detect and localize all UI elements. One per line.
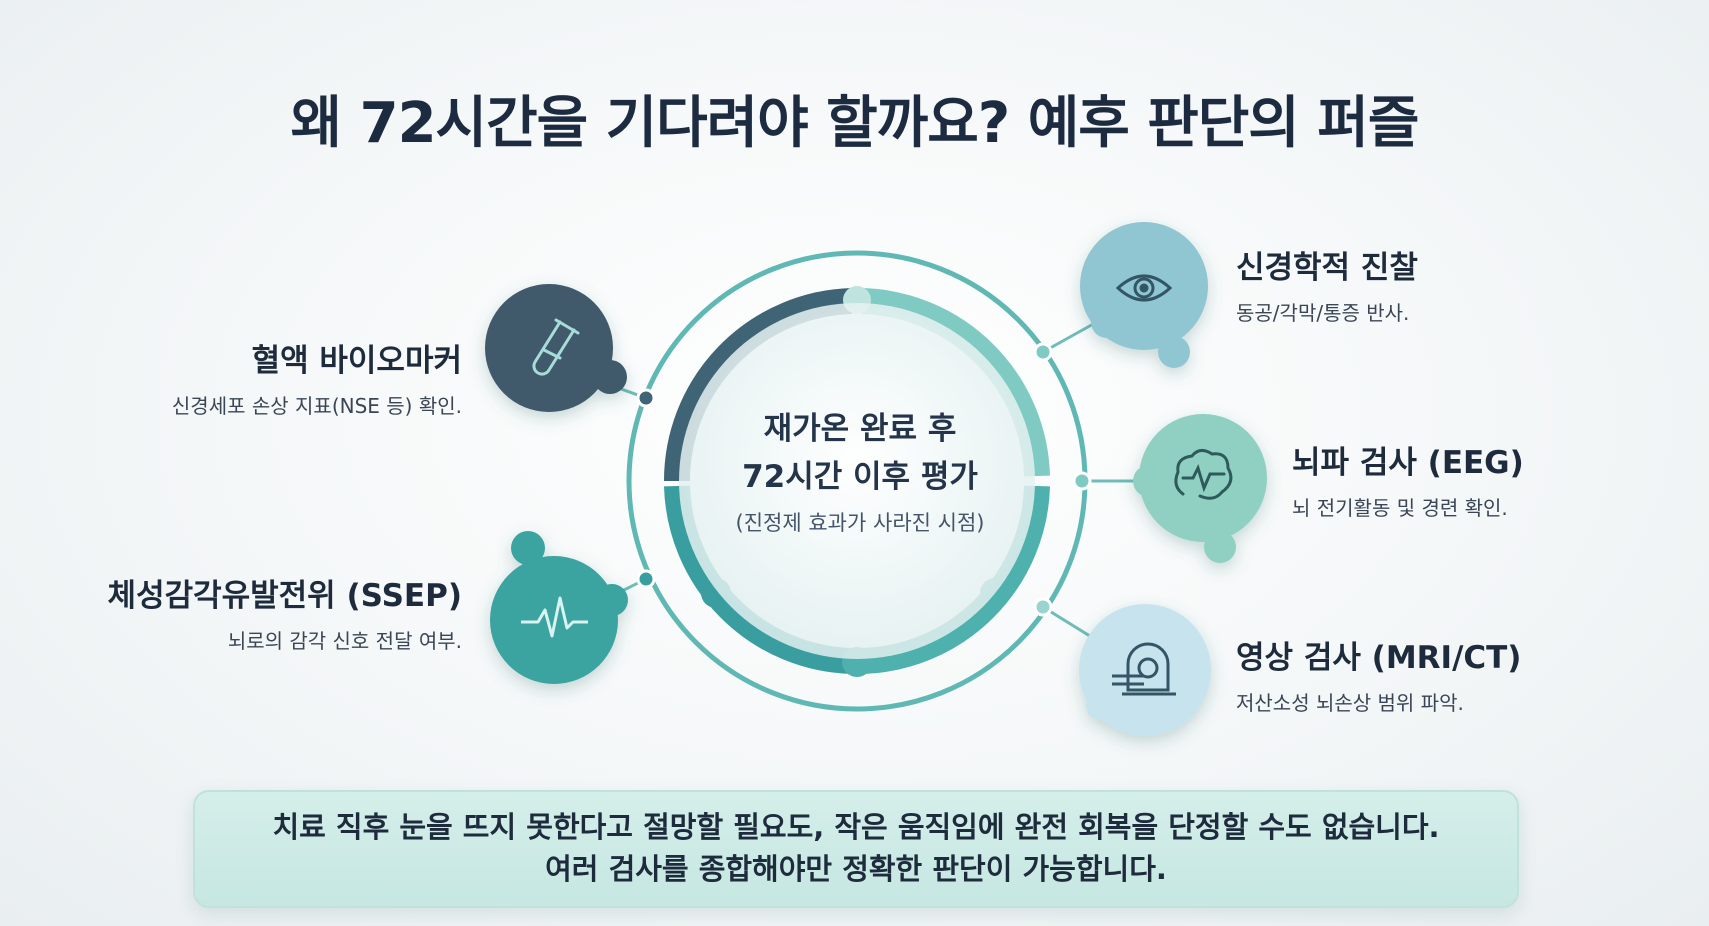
label-blood-desc: 신경세포 손상 지표(NSE 등) 확인. xyxy=(171,394,462,418)
node-eeg-tab xyxy=(1133,465,1165,497)
label-blood-title: 혈액 바이오마커 xyxy=(251,343,462,379)
node-imaging-tab xyxy=(1086,692,1114,720)
node-imaging xyxy=(1079,604,1211,736)
node-neuro-tab xyxy=(1091,306,1123,338)
connector-dot xyxy=(1072,471,1092,491)
center-title-line1: 재가온 완료 후 xyxy=(763,411,957,447)
center-glass xyxy=(679,303,1035,659)
node-blood-circle xyxy=(485,284,613,412)
eye-icon xyxy=(1115,274,1173,302)
node-blood-biomarker xyxy=(485,284,627,412)
label-neuro-desc: 동공/각막/통증 반사. xyxy=(1236,301,1410,325)
label-imaging-desc: 저산소성 뇌손상 범위 파악. xyxy=(1236,691,1464,715)
ring-segment-bottom-right xyxy=(861,485,1050,674)
node-eeg-circle xyxy=(1139,414,1267,542)
ring-segments xyxy=(664,288,1050,674)
label-ssep: 체성감각유발전위 (SSEP) 뇌로의 감각 신호 전달 여부. xyxy=(108,570,462,654)
node-eeg xyxy=(1133,414,1267,563)
label-neuro-title: 신경학적 진찰 xyxy=(1236,250,1418,286)
mri-scanner-icon xyxy=(1112,642,1176,696)
ring-segment-top-right xyxy=(861,288,1050,477)
label-neuro-exam: 신경학적 진찰 동공/각막/통증 반사. xyxy=(1236,242,1418,326)
node-neuro-exam xyxy=(1080,222,1208,368)
node-neuro-tab xyxy=(1158,336,1190,368)
label-eeg-title: 뇌파 검사 (EEG) xyxy=(1292,445,1524,481)
connector-dot xyxy=(636,388,656,408)
connector-dot xyxy=(1033,342,1053,362)
ring-segment-bottom-left xyxy=(664,485,853,674)
page-title: 왜 72시간을 기다려야 할까요? 예후 판단의 퍼즐 xyxy=(290,91,1420,156)
test-tube-icon xyxy=(532,318,580,376)
connector-dot xyxy=(1033,597,1053,617)
center-subtitle: (진정제 효과가 사라진 시점) xyxy=(735,511,985,535)
node-eeg-tab xyxy=(1204,531,1236,563)
center-title-line2: 72시간 이후 평가 xyxy=(742,459,978,495)
node-ssep-tab xyxy=(596,584,628,616)
connector-dots xyxy=(636,342,1092,617)
label-blood-biomarker: 혈액 바이오마커 신경세포 손상 지표(NSE 등) 확인. xyxy=(172,335,462,419)
label-eeg: 뇌파 검사 (EEG) 뇌 전기활동 및 경련 확인. xyxy=(1292,437,1524,521)
brain-icon xyxy=(1174,449,1233,500)
node-imaging-tab xyxy=(1090,630,1122,662)
node-ssep-tab xyxy=(511,531,545,565)
bottom-message-box: 치료 직후 눈을 뜨지 못한다고 절망할 필요도, 작은 움직임에 완전 회복을… xyxy=(193,790,1519,908)
ring-segment-top-left xyxy=(664,288,853,482)
label-imaging: 영상 검사 (MRI/CT) 저산소성 뇌손상 범위 파악. xyxy=(1236,632,1521,716)
label-eeg-desc: 뇌 전기활동 및 경련 확인. xyxy=(1292,496,1508,520)
center-label: 재가온 완료 후 72시간 이후 평가 (진정제 효과가 사라진 시점) xyxy=(640,405,1080,537)
label-ssep-title: 체성감각유발전위 (SSEP) xyxy=(107,578,462,614)
bottom-message-line2: 여러 검사를 종합해야만 정확한 판단이 가능합니다. xyxy=(545,852,1167,886)
label-ssep-desc: 뇌로의 감각 신호 전달 여부. xyxy=(227,629,462,653)
pulse-wave-icon xyxy=(521,596,588,638)
label-imaging-title: 영상 검사 (MRI/CT) xyxy=(1236,640,1522,676)
connector-dot xyxy=(636,569,656,589)
node-blood-tab xyxy=(593,360,627,394)
bottom-message-line1: 치료 직후 눈을 뜨지 못한다고 절망할 필요도, 작은 움직임에 완전 회복을… xyxy=(272,810,1440,844)
